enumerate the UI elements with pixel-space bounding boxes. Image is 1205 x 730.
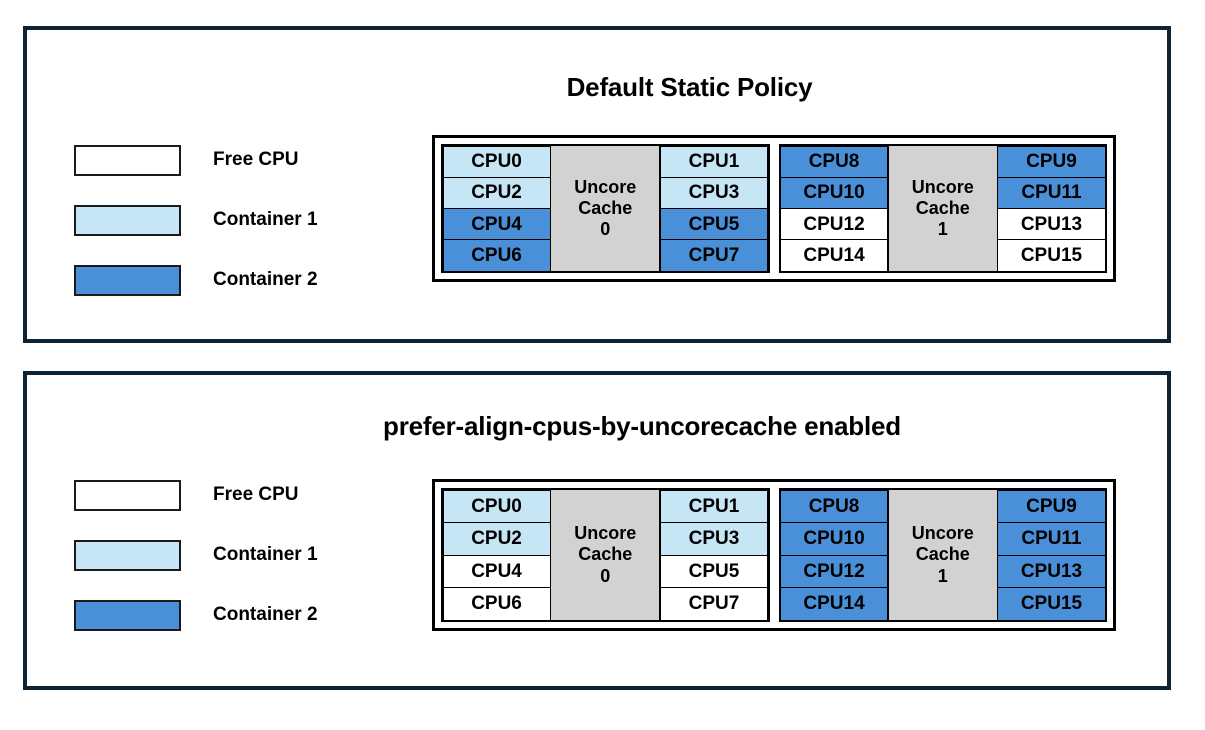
legend-item-free-cpu: Free CPU: [74, 130, 318, 190]
page-title: prefer-align-cpus-by-uncorecache enabled: [383, 411, 901, 441]
uncore-cache-label-line: 1: [937, 219, 948, 240]
cpu-cell: CPU15: [997, 239, 1106, 272]
cpu-cell: CPU3: [659, 176, 768, 209]
uncore-cache-label-line: 1: [937, 565, 948, 586]
cpu-cell: CPU9: [997, 145, 1106, 178]
cpu-cell: CPU10: [780, 522, 889, 556]
cpu-cell: CPU12: [780, 208, 889, 241]
legend-label-container-2: Container 2: [213, 269, 318, 290]
cpu-cell: CPU9: [997, 489, 1106, 523]
cpu-cell: CPU1: [659, 489, 768, 523]
uncore-cache-label-line: 0: [600, 219, 611, 240]
panel-prefer-align-cpus-by-uncorecache: prefer-align-cpus-by-uncorecache enabled…: [23, 371, 1171, 690]
cpu-cell: CPU8: [780, 145, 889, 178]
cpu-cell: CPU12: [780, 554, 889, 588]
cpu-cell: CPU14: [780, 587, 889, 621]
uncore-cache-label-line: Uncore: [574, 523, 637, 544]
legend-top: Free CPU Container 1 Container 2: [74, 130, 318, 310]
cpu-cell: CPU7: [659, 587, 768, 621]
cpu-cell: CPU0: [442, 145, 551, 178]
page-title: Default Static Policy: [566, 72, 813, 102]
legend-item-free-cpu: Free CPU: [74, 465, 318, 525]
legend-item-container-1: Container 1: [74, 525, 318, 585]
cpu-cell: CPU3: [659, 522, 768, 556]
cpu-cell: CPU13: [997, 554, 1106, 588]
uncore-cache-label-line: Uncore: [911, 523, 974, 544]
uncore-cache-label-line: Uncore: [911, 176, 974, 197]
legend-label-container-1: Container 1: [213, 544, 318, 565]
cpu-cell: CPU6: [442, 587, 551, 621]
uncore-cache-label-line: 0: [600, 565, 611, 586]
cpu-cell: CPU7: [659, 239, 768, 272]
uncore-cache-label-line: Cache: [915, 544, 970, 565]
cpu-cell: CPU10: [780, 176, 889, 209]
cpu-cell: CPU8: [780, 489, 889, 523]
legend-item-container-2: Container 2: [74, 250, 318, 310]
uncore-cache-label-line: Cache: [578, 544, 633, 565]
legend-bottom: Free CPU Container 1 Container 2: [74, 465, 318, 645]
legend-item-container-1: Container 1: [74, 190, 318, 250]
cpu-cell: CPU1: [659, 145, 768, 178]
legend-swatch-container-1: [74, 539, 181, 571]
legend-swatch-container-1: [74, 204, 181, 236]
cpu-cell: CPU2: [442, 522, 551, 556]
cpu-cell: CPU5: [659, 554, 768, 588]
cpu-cell: CPU4: [442, 554, 551, 588]
legend-label-free-cpu: Free CPU: [213, 484, 299, 505]
cpu-cell: CPU13: [997, 208, 1106, 241]
legend-label-container-2: Container 2: [213, 604, 318, 625]
legend-label-container-1: Container 1: [213, 209, 318, 230]
cpu-cell: CPU6: [442, 239, 551, 272]
cpu-cell: CPU4: [442, 208, 551, 241]
cpu-cell: CPU2: [442, 176, 551, 209]
legend-swatch-free-cpu: [74, 144, 181, 176]
legend-swatch-container-2: [74, 599, 181, 631]
cpu-cell: CPU11: [997, 176, 1106, 209]
legend-swatch-free-cpu: [74, 479, 181, 511]
legend-label-free-cpu: Free CPU: [213, 149, 299, 170]
cpu-cell: CPU5: [659, 208, 768, 241]
uncore-cache-label-line: Uncore: [574, 176, 637, 197]
cpu-cell: CPU14: [780, 239, 889, 272]
cpu-cell: CPU0: [442, 489, 551, 523]
uncore-cache-label-line: Cache: [915, 197, 970, 218]
cpu-cell: CPU15: [997, 587, 1106, 621]
panel-default-static-policy: Default Static Policy Free CPU Container…: [23, 26, 1171, 343]
cpu-cell: CPU11: [997, 522, 1106, 556]
legend-swatch-container-2: [74, 264, 181, 296]
uncore-cache-label-line: Cache: [578, 197, 633, 218]
legend-item-container-2: Container 2: [74, 585, 318, 645]
